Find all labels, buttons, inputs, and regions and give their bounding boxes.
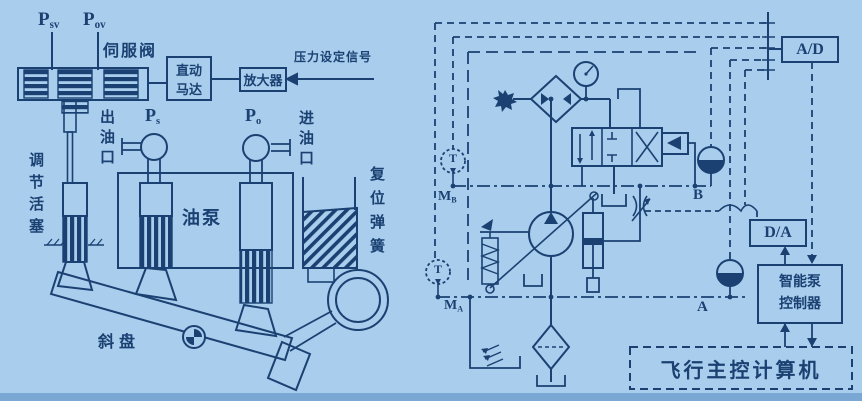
pressure-transducer-a: [716, 259, 744, 297]
signal-dashed-lines: [434, 22, 813, 285]
inlet-port-label: 进油口: [297, 110, 313, 170]
controller-box: [757, 264, 843, 324]
da-converter-label: D/A: [764, 224, 792, 241]
mb-label: MB: [438, 189, 457, 205]
pump-controller-label: 智能泵 控制器: [779, 274, 821, 312]
compensator-spring: [480, 219, 529, 285]
psv-label: Psv: [38, 9, 60, 32]
ps-gauge-port: [121, 133, 168, 183]
return-filter-tank: [531, 323, 571, 387]
return-spring-label: 复位弹簧: [368, 166, 384, 262]
temp-sensor-b-letter: T: [449, 151, 458, 165]
motor-icon: [493, 90, 517, 112]
computer-box: [629, 346, 853, 390]
pressure-gauge-icon: [573, 61, 599, 99]
port-b-label: B: [693, 187, 704, 203]
pivot-icon: [186, 329, 202, 345]
arrow-left-icon: [284, 72, 298, 86]
tank-icon: [601, 194, 627, 207]
po-gauge-port: [242, 134, 291, 183]
servo-valve-assembly: [17, 32, 167, 114]
swash-plate-symbol: [49, 261, 312, 392]
flight-computer-label: 飞行主控计算机: [660, 359, 822, 382]
outlet-port-label: 出油口: [98, 109, 114, 169]
variable-pump-symbol: [485, 99, 599, 325]
direct-drive-motor-box: [166, 56, 240, 101]
junction-dots: [435, 96, 733, 300]
supply-line-group: [493, 61, 641, 128]
directional-valve: [571, 127, 696, 207]
swash-plate-label: 斜盘: [98, 334, 141, 351]
filter-icon: [529, 74, 583, 124]
po-label: Po: [245, 105, 262, 127]
oil-pump-body: [117, 172, 294, 304]
footer-strip: [0, 393, 862, 401]
ad-converter-label: A/D: [796, 40, 824, 58]
control-cylinder: [582, 198, 604, 293]
oil-pump-label: 油泵: [182, 208, 222, 228]
controller-computer-links: [629, 219, 853, 390]
ad-bus: [762, 12, 839, 80]
ad-box: [781, 36, 839, 63]
ps-label: Ps: [145, 105, 161, 127]
breather-branch: [469, 297, 521, 369]
regulating-piston-symbol: [44, 99, 104, 263]
return-spring-block: [283, 177, 389, 352]
amplifier-box: [239, 67, 374, 92]
ma-label: MA: [444, 298, 464, 314]
solenoid-icon: [661, 132, 689, 155]
regulating-piston-label: 调节活塞: [27, 152, 43, 240]
port-a-label: A: [697, 299, 708, 315]
amplifier-label: 放大器: [243, 73, 283, 88]
shaft-icon: [523, 274, 543, 287]
pressure-transducer-b: [697, 146, 725, 186]
tank-icon: [536, 375, 566, 387]
pressure-setting-signal-label: 压力设定信号: [294, 50, 373, 64]
servo-valve-label: 伺服阀: [103, 43, 158, 60]
temp-sensor-a-letter: T: [434, 262, 443, 276]
pov-label: Pov: [83, 9, 106, 32]
direct-drive-motor-label: 直动 马达: [175, 62, 202, 97]
da-box: [749, 219, 807, 247]
throttle-valve-icon: [603, 186, 651, 242]
